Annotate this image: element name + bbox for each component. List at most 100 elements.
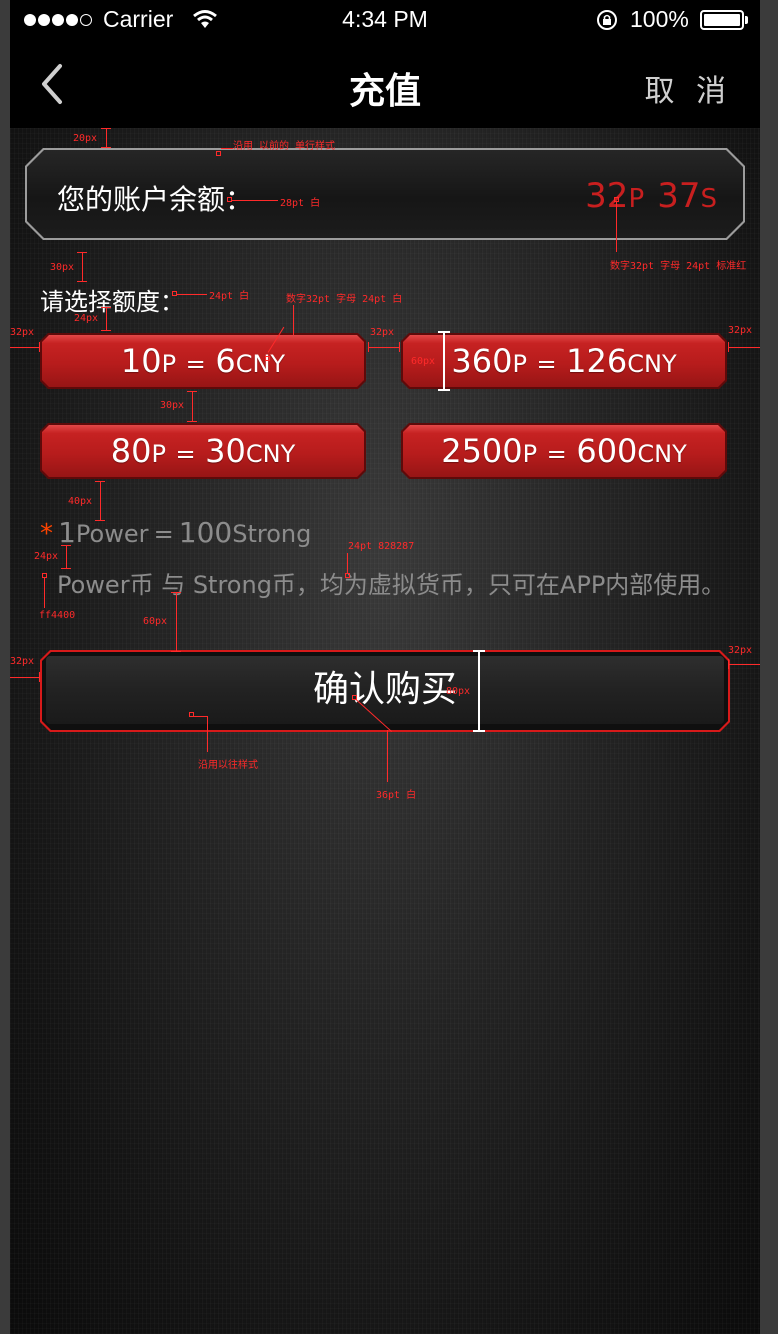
option-equals: = <box>185 350 206 378</box>
option-equals: = <box>536 350 557 378</box>
annotation-line <box>368 347 400 348</box>
virtual-currency-note: Power币 与 Strong币，均为虚拟货币，只可在APP内部使用。 <box>57 571 726 599</box>
annotation-marker <box>345 573 350 578</box>
signal-dot <box>66 14 78 26</box>
annotation-line <box>221 148 233 149</box>
annotation-marker <box>189 712 194 717</box>
annotation-line <box>101 147 111 148</box>
option-points: 10 <box>120 342 162 380</box>
annotation-line <box>207 716 208 752</box>
annotation-marker <box>42 573 47 578</box>
annotation-line <box>171 651 181 652</box>
annotation-label: 60px <box>143 616 168 627</box>
annotation-line <box>187 421 197 422</box>
annotation-label: 32px <box>728 325 753 336</box>
option-p-unit: P <box>161 350 177 378</box>
annotation-label: 32px <box>10 656 35 667</box>
page-title: 充值 <box>348 71 421 112</box>
annotation-marker <box>227 197 232 202</box>
annotation-label: 沿用 以前的 单行样式 <box>233 141 336 152</box>
annotation-line <box>728 342 729 352</box>
annotation-label: 20px <box>73 133 98 144</box>
annotation-line <box>192 391 193 422</box>
battery-icon <box>700 10 744 30</box>
rotation-lock-icon <box>597 10 617 30</box>
annotation-line <box>347 553 348 573</box>
annotation-line <box>728 659 729 669</box>
rate-num-2: 100 <box>178 516 233 549</box>
annotation-marker <box>265 356 270 361</box>
annotation-line <box>616 202 617 252</box>
annotation-label: ff4400 <box>39 610 76 621</box>
annotation-line <box>187 391 197 392</box>
signal-dot-empty <box>80 14 92 26</box>
option-points: 2500 <box>441 432 523 470</box>
annotation-line <box>39 342 40 352</box>
annotation-label: 36pt 白 <box>376 790 417 801</box>
annotation-label: 24pt 白 <box>209 291 250 302</box>
option-p-unit: P <box>512 350 527 378</box>
annotation-line <box>368 342 369 352</box>
strong-unit: S <box>700 184 717 214</box>
battery-percent: 100% <box>630 6 689 32</box>
option-price: 600 <box>576 432 638 470</box>
signal-dot <box>52 14 64 26</box>
annotation-line <box>10 347 40 348</box>
confirm-purchase-button[interactable]: 确认购买 <box>40 650 730 732</box>
annotation-marker <box>614 197 619 202</box>
annotation-label: 30px <box>50 262 75 273</box>
annotation-line <box>728 664 760 665</box>
price-option-80p[interactable]: 80P = 30CNY <box>40 423 366 479</box>
cancel-button[interactable]: 取 消 <box>644 74 732 109</box>
annotation-line <box>77 281 87 282</box>
annotation-label: 24px <box>34 551 59 562</box>
asterisk: * <box>40 519 53 549</box>
annotation-line <box>77 252 87 253</box>
option-points: 360 <box>451 342 513 380</box>
annotation-line <box>82 252 83 282</box>
rate-equals: = <box>153 520 174 548</box>
annotation-marker <box>216 151 221 156</box>
signal-dot <box>38 14 50 26</box>
option-currency: CNY <box>627 350 677 378</box>
option-price: 6 <box>215 342 236 380</box>
rate-word-2: Strong <box>232 520 312 548</box>
annotation-line <box>177 294 207 295</box>
option-equals: = <box>175 440 196 468</box>
annotation-line <box>176 592 177 652</box>
battery-cap <box>745 16 748 24</box>
signal-dot <box>24 14 36 26</box>
balance-label: 您的账户余额： <box>57 183 254 216</box>
annotation-label: 32px <box>728 645 753 656</box>
option-p-unit: P <box>522 440 538 468</box>
price-option-10p[interactable]: 10P = 6CNY <box>40 333 366 389</box>
annotation-line <box>293 305 294 335</box>
annotation-label: 24pt 828287 <box>348 541 415 552</box>
wifi-icon <box>193 10 217 28</box>
annotation-line <box>61 568 71 569</box>
annotation-label: 32px <box>10 327 35 338</box>
annotation-line <box>10 677 40 678</box>
chevron-left-icon[interactable] <box>38 62 66 106</box>
measure-line <box>443 332 445 390</box>
annotation-line <box>399 342 400 352</box>
annotation-marker <box>352 695 357 700</box>
phone-screen: Carrier 4:34 PM 100% 充值 取 消 您的账户余额： 32P … <box>10 0 760 1334</box>
annotation-label: 28pt 白 <box>280 198 321 209</box>
option-points: 80 <box>110 432 152 470</box>
price-option-360p[interactable]: 360P = 126CNY <box>401 333 727 389</box>
annotation-line <box>39 672 40 682</box>
strong-amount: 37 <box>657 176 701 216</box>
annotation-line <box>171 592 181 593</box>
power-unit: P <box>628 184 645 214</box>
annotation-line <box>100 481 101 521</box>
option-currency: CNY <box>235 350 286 378</box>
measure-line <box>473 650 485 652</box>
annotation-marker <box>172 291 177 296</box>
annotation-line <box>387 730 388 782</box>
price-option-2500p[interactable]: 2500P = 600CNY <box>401 423 727 479</box>
annotation-line <box>106 128 107 148</box>
annotation-line <box>101 307 111 308</box>
annotation-line <box>106 307 107 331</box>
rate-word-1: Power <box>75 520 149 548</box>
